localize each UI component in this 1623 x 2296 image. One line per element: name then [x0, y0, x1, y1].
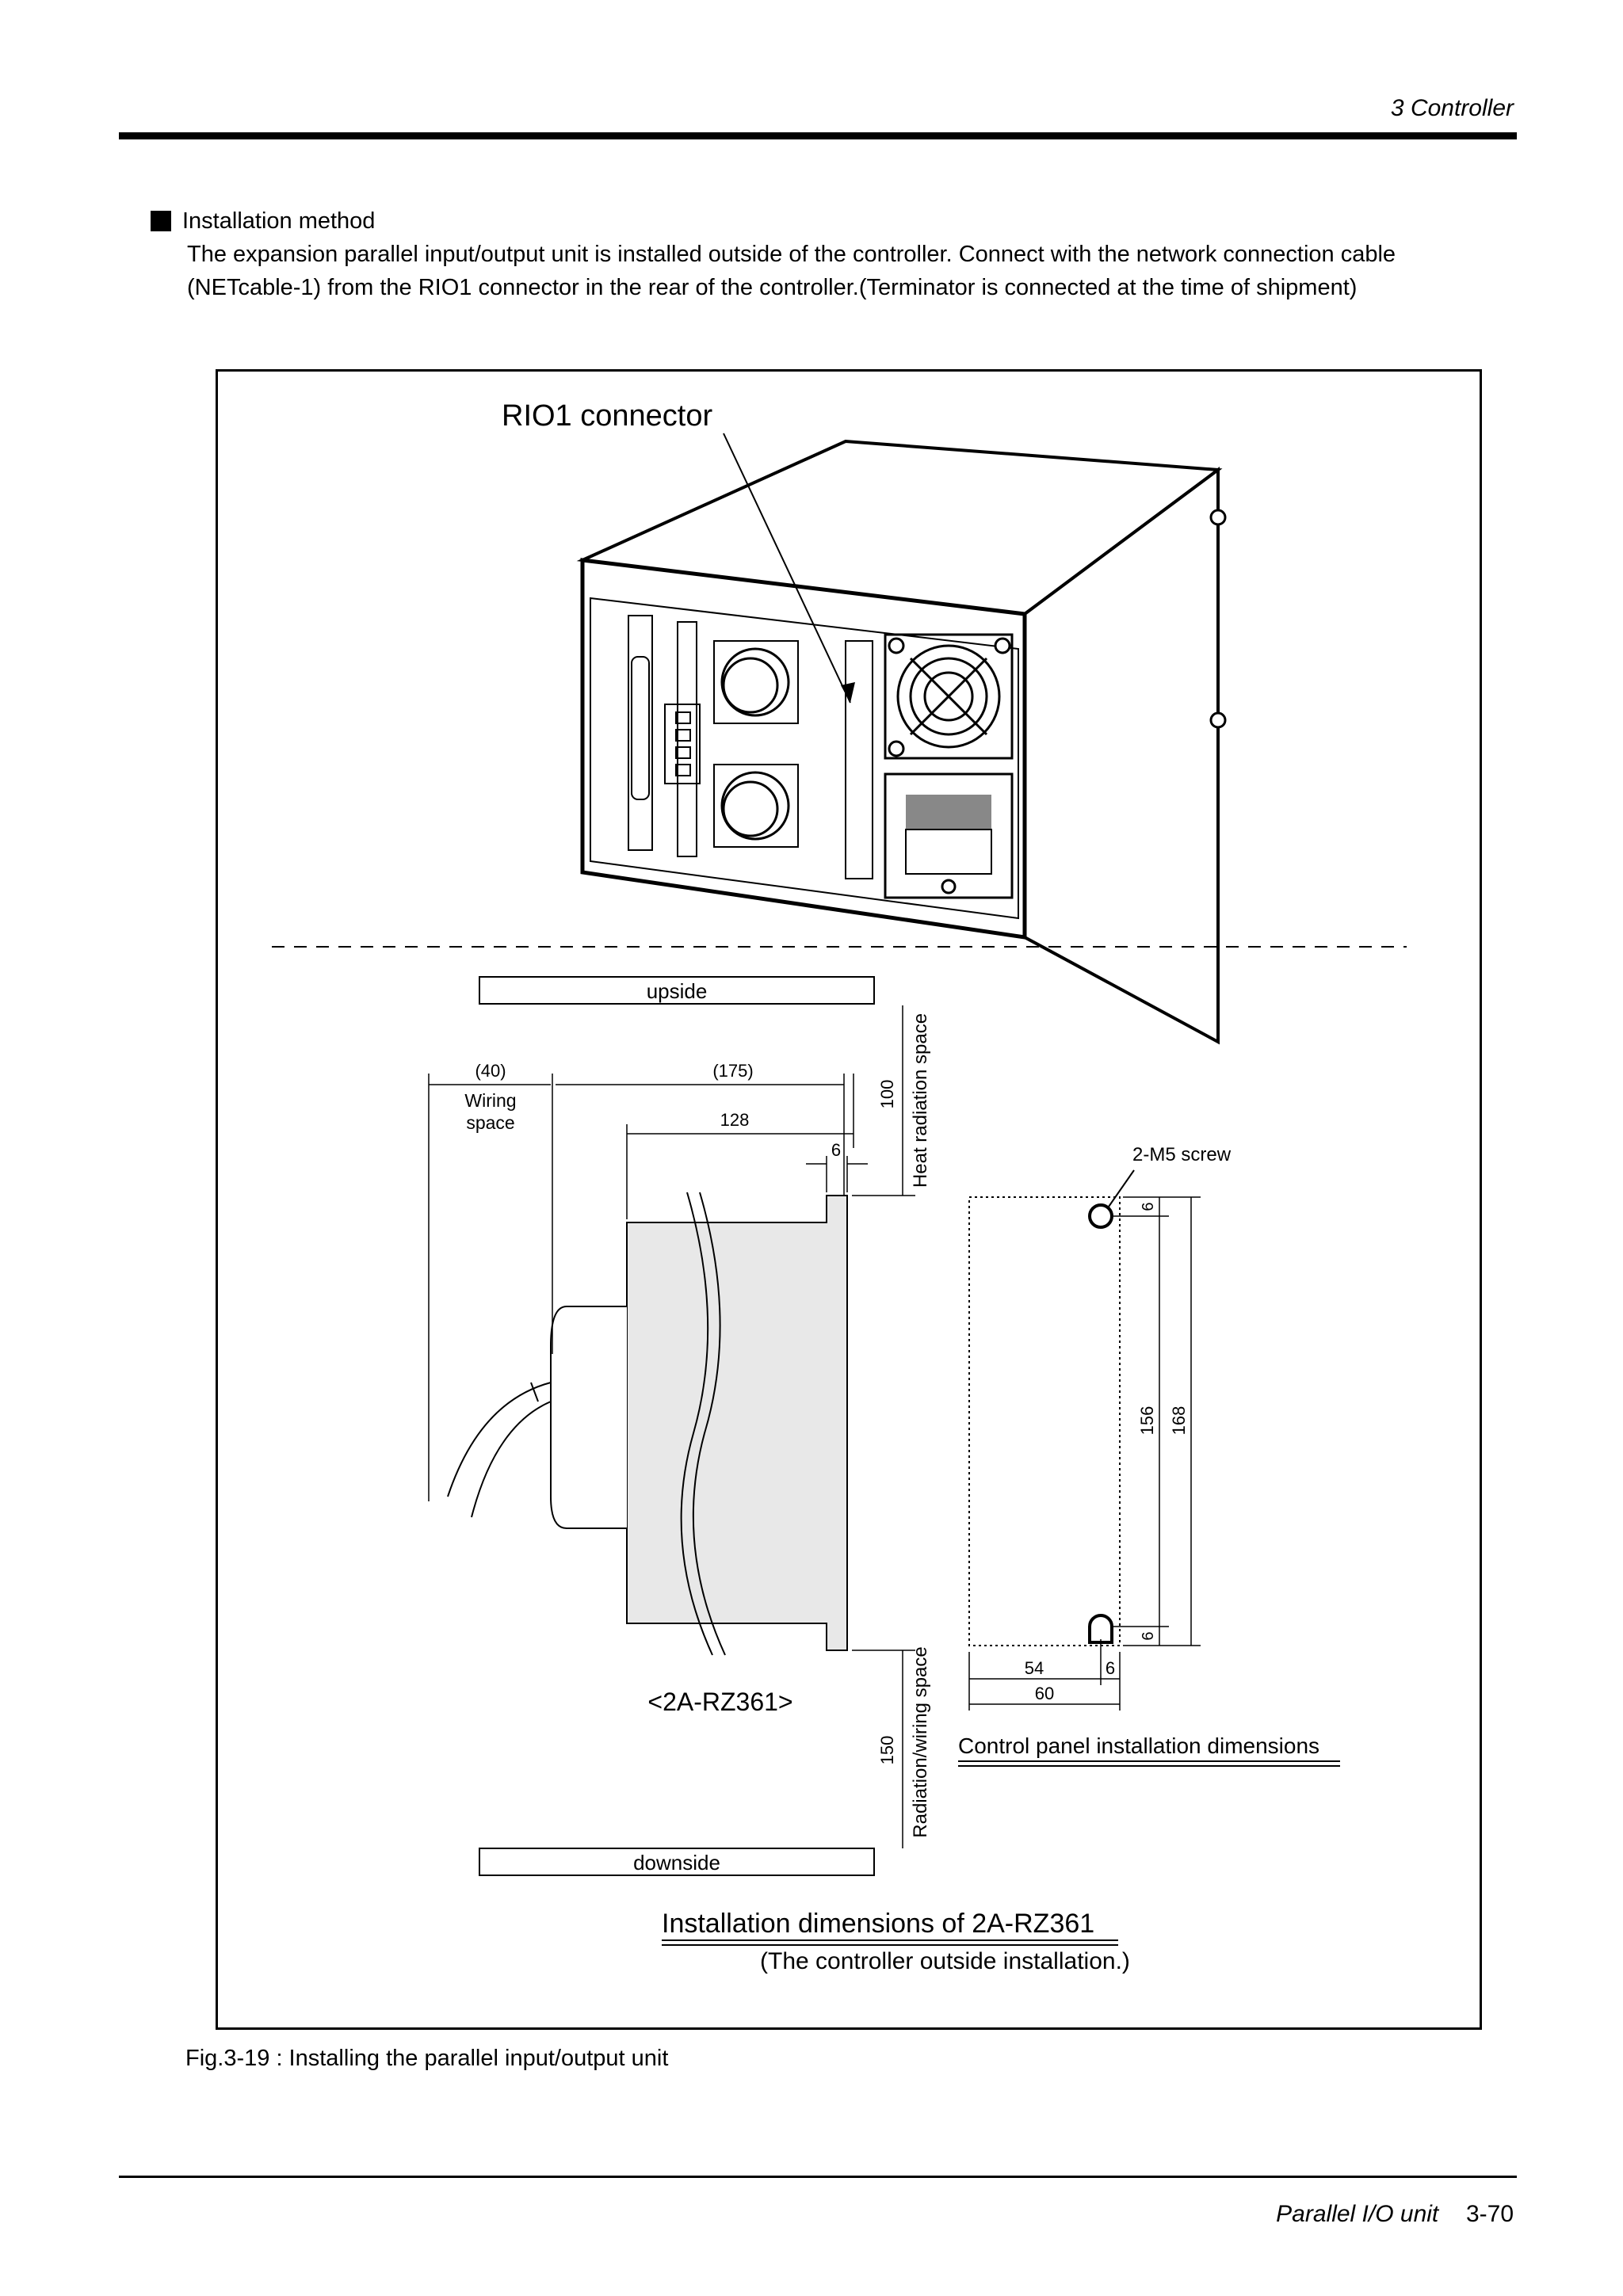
footer-section-name: Parallel I/O unit [1276, 2201, 1439, 2227]
screw-label: 2-M5 screw [1132, 1144, 1232, 1165]
section-heading: Installation method [151, 204, 1498, 238]
side-view-drawing: upside downside [428, 976, 931, 1876]
downside-label: downside [633, 1851, 720, 1875]
main-subcaption: (The controller outside installation.) [760, 1948, 1130, 1974]
section-heading-text: Installation method [182, 208, 376, 234]
wiring-space-dim: (40) [475, 1061, 506, 1081]
section-body: The expansion parallel input/output unit… [187, 242, 1396, 300]
model-label: <2A-RZ361> [647, 1688, 792, 1716]
flange-dim: 6 [831, 1140, 841, 1160]
top-clearance-label: Heat radiation space [910, 1013, 931, 1188]
square-bullet-icon [151, 211, 171, 231]
panel-cutout-drawing: 2-M5 screw 6 156 168 6 54 6 60 Control p… [958, 1144, 1340, 1767]
panel-height-dim: 168 [1169, 1406, 1189, 1436]
figure-frame: RIO1 connector upside downside [216, 369, 1482, 2030]
footer-rule [119, 2176, 1517, 2178]
bottom-clearance-dim: 150 [877, 1736, 897, 1765]
panel-hole-x-dim: 54 [1025, 1658, 1044, 1678]
installation-figure: RIO1 connector upside downside [272, 399, 1407, 1974]
panel-width-dim: 60 [1035, 1684, 1054, 1703]
chapter-header: 3 Controller [1390, 95, 1514, 121]
page-number: 3-70 [1465, 2201, 1514, 2227]
outer-depth-dim: (175) [712, 1061, 753, 1081]
body-depth-dim: 128 [720, 1110, 750, 1130]
main-caption: Installation dimensions of 2A-RZ361 [662, 1909, 1094, 1939]
panel-bottom-offset-dim: 6 [1140, 1631, 1157, 1640]
installation-section: Installation method The expansion parall… [151, 204, 1498, 304]
top-clearance-dim: 100 [877, 1080, 897, 1109]
panel-top-offset-dim: 6 [1140, 1202, 1157, 1211]
bottom-clearance-label: Radiation/wiring space [910, 1646, 931, 1837]
header-rule [119, 132, 1517, 139]
upside-label: upside [647, 979, 708, 1003]
panel-caption: Control panel installation dimensions [958, 1733, 1319, 1758]
figure-caption: Fig.3-19 : Installing the parallel input… [185, 2046, 669, 2071]
panel-pitch-dim: 156 [1137, 1406, 1157, 1436]
rio1-connector-label: RIO1 connector [502, 399, 712, 433]
panel-hole-edge-dim: 6 [1106, 1658, 1115, 1678]
wiring-space-label: Wiring space [464, 1090, 517, 1133]
wiring-space-label-box: Wiring space [464, 1090, 517, 1133]
page-footer: Parallel I/O unit 3-70 [1276, 2201, 1514, 2228]
controller-illustration [576, 433, 1227, 1045]
